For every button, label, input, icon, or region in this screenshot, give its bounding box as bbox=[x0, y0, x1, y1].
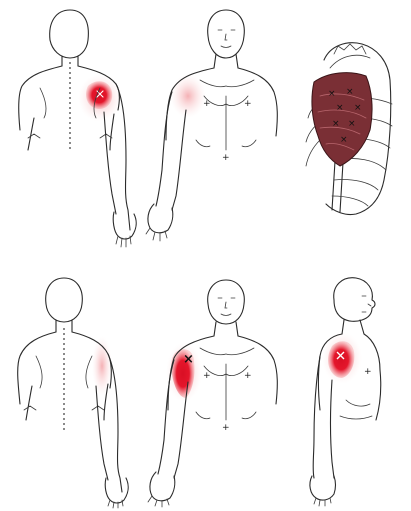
nipple-dot-icon: + bbox=[244, 99, 252, 109]
nipple-dot-icon: + bbox=[364, 367, 372, 377]
subscapularis-muscle bbox=[312, 73, 372, 166]
nipple-dot-icon: + bbox=[203, 371, 211, 381]
navel-mark: + bbox=[222, 153, 230, 163]
trigger-point-x-icon: × bbox=[340, 135, 348, 145]
trigger-point-x-icon: × bbox=[348, 119, 356, 129]
trigger-point-x-icon: × bbox=[354, 103, 362, 113]
trigger-point-x-icon: × bbox=[183, 352, 194, 367]
upper-back-view bbox=[19, 10, 136, 247]
lower-back-view bbox=[18, 278, 128, 508]
ribcage-muscle-view: × × × × × × × bbox=[306, 43, 392, 215]
lower-front-view: × + + + bbox=[148, 280, 277, 507]
trigger-point-x-icon: × bbox=[346, 87, 354, 97]
navel-mark: + bbox=[222, 423, 230, 433]
nipple-dot-icon: + bbox=[203, 99, 211, 109]
pain-zone-faint bbox=[92, 336, 112, 396]
trigger-point-x-icon: × bbox=[336, 103, 344, 113]
nipple-dot-icon: + bbox=[244, 371, 252, 381]
trigger-point-x-icon: × bbox=[328, 89, 336, 99]
trigger-point-x-icon: × bbox=[332, 119, 340, 129]
side-view: + bbox=[310, 278, 381, 506]
upper-front-view: + + + bbox=[146, 10, 277, 241]
